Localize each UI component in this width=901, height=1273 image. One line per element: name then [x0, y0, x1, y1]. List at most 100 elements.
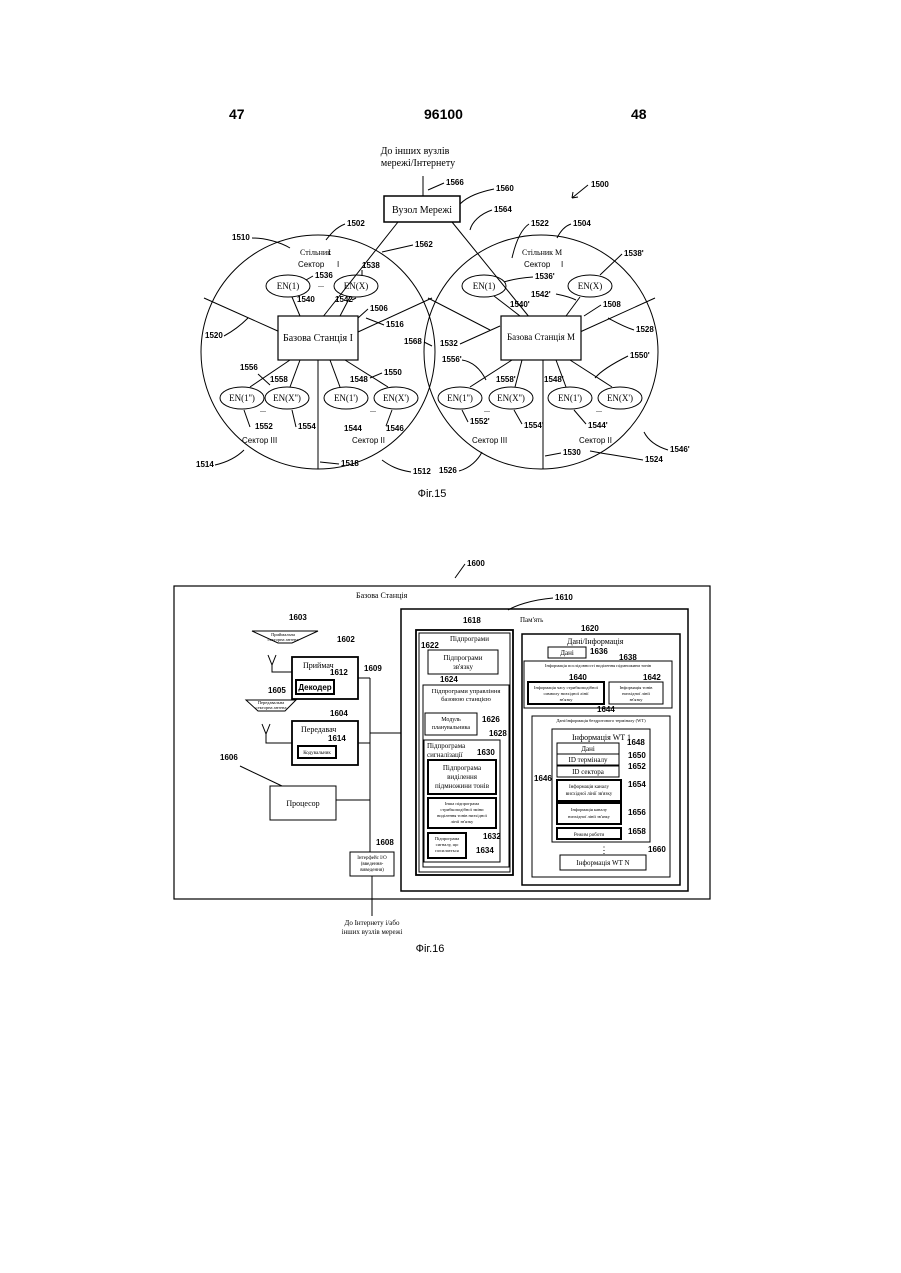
r1548-label: 1548 — [350, 375, 368, 384]
beacon-1-label: Підпрограма — [435, 836, 460, 841]
r1518-label: 1518 — [341, 459, 359, 468]
r1542-label: 1542 — [335, 295, 353, 304]
r1544-label: 1544 — [344, 424, 362, 433]
dl-channel-box — [557, 803, 621, 824]
r1504-label: 1504 — [573, 219, 591, 228]
cell-m-label: Стільник — [522, 248, 553, 257]
r1538p-label: 1538' — [624, 249, 644, 258]
mode-label: Режим роботи — [574, 833, 605, 838]
en-1p-label: EN(1') — [334, 393, 358, 403]
cell-m-num: M — [555, 248, 562, 257]
r1540-label: 1540 — [297, 295, 315, 304]
signaling-2-label: сигналізації — [427, 751, 463, 759]
ul-chan-1-label: Інформація каналу — [569, 785, 609, 790]
time-info-3-label: зв'язку — [560, 697, 574, 702]
r1512-label: 1512 — [413, 467, 431, 476]
comm-routine-1-label: Підпрограми — [444, 654, 483, 662]
r1516-label: 1516 — [386, 320, 404, 329]
signaling-box — [424, 740, 500, 862]
r1640-label: 1640 — [569, 673, 587, 682]
r1564-label: 1564 — [494, 205, 512, 214]
rx-antenna-icon — [252, 631, 318, 643]
dl-chan-2-label: низхідної лінії зв'язку — [568, 814, 611, 819]
cell-m-sector-3: Сектор III — [472, 436, 507, 445]
base-station-m-label: Базова Станція М — [507, 332, 575, 342]
r1546-label: 1546 — [386, 424, 404, 433]
en-xpp-label-m: EN(X'') — [497, 393, 525, 403]
bs-control-2-label: базовою станцією — [441, 696, 491, 703]
r1636-label: 1636 — [590, 647, 608, 656]
hop-1-label: Інша підпрограма — [445, 801, 479, 806]
r1550p-label: 1550' — [630, 351, 650, 360]
wtn-info-label: Інформація WT N — [576, 859, 629, 867]
tone-alloc-box — [428, 760, 496, 794]
scheduler-1-label: Модуль — [441, 717, 461, 723]
r1628-label: 1628 — [489, 729, 507, 738]
r1538-label: 1538 — [362, 261, 380, 270]
tone-alloc-1-label: Підпрограма — [443, 764, 482, 772]
sector-id-box — [557, 766, 619, 777]
en-x-label-m: EN(X) — [578, 281, 603, 291]
time-info-box — [528, 682, 604, 704]
r1536-label: 1536 — [315, 271, 333, 280]
fig15-caption: Фіг.15 — [418, 488, 447, 500]
r1544p-label: 1544' — [588, 421, 608, 430]
en-1-label: EN(1) — [277, 281, 300, 291]
r1632-label: 1632 — [483, 832, 501, 841]
rx-ant-1-label: Приймальна — [271, 632, 295, 637]
dots-1: ... — [318, 280, 324, 289]
receiver-box — [292, 657, 358, 699]
en-1-label-m: EN(1) — [473, 281, 496, 291]
fig15-top-label-1: До інших вузлів — [381, 146, 450, 157]
vdots-label: ⋮ — [600, 845, 609, 855]
r1626-label: 1626 — [482, 715, 500, 724]
wt1-info-label: Інформація WT 1 — [572, 733, 631, 742]
r1530-label: 1530 — [563, 448, 581, 457]
tone-seq-frame — [524, 661, 672, 708]
r1500-label: 1500 — [591, 180, 609, 189]
r1634-label: 1634 — [476, 846, 494, 855]
base-station-frame — [174, 586, 710, 899]
r1554-label: 1554 — [298, 422, 316, 431]
wt-data-label: Дані/інформація бездротового терміналу (… — [556, 718, 646, 723]
subroutines-frame — [416, 630, 513, 875]
base-station-1-label: Базова Станція І — [283, 333, 353, 344]
decoder-label: Декодер — [298, 683, 331, 692]
beacon-3-label: посилається — [435, 848, 458, 853]
encoder-box — [298, 746, 336, 758]
wt1-data-label: Дані — [581, 745, 595, 753]
dl-chan-1-label: Інформація каналу — [571, 807, 608, 812]
r1606-label: 1606 — [220, 753, 238, 762]
r1644-label: 1644 — [597, 705, 615, 714]
r1558-label: 1558 — [270, 375, 288, 384]
r1618-label: 1618 — [463, 616, 481, 625]
cell-1-num: I — [328, 248, 331, 257]
hopping-box — [428, 798, 496, 828]
mode-box — [557, 828, 621, 839]
r1654-label: 1654 — [628, 780, 646, 789]
tone-info-1-label: Інформація тонів — [620, 685, 653, 690]
transmitter-label: Передавач — [301, 725, 336, 734]
r1650-label: 1650 — [628, 751, 646, 760]
bottom-1-label: До Інтернету і/або — [345, 919, 400, 927]
r1602-label: 1602 — [337, 635, 355, 644]
dots-4: ... — [484, 405, 490, 414]
wt1-frame — [552, 729, 650, 842]
r1605-label: 1605 — [268, 686, 286, 695]
r1630-label: 1630 — [477, 748, 495, 757]
r1609-label: 1609 — [364, 664, 382, 673]
beacon-2-label: сигналу, що — [436, 842, 459, 848]
r1603-label: 1603 — [289, 613, 307, 622]
processor-box — [270, 786, 336, 820]
r1600-label: 1600 — [467, 559, 485, 568]
en-xpp-label: EN(X'') — [273, 393, 301, 403]
r1660-label: 1660 — [648, 845, 666, 854]
ul-channel-box — [557, 780, 621, 801]
memory-frame — [401, 609, 688, 891]
ul-chan-2-label: висхідної лінії зв'язку — [566, 792, 613, 797]
wt-data-frame — [532, 716, 670, 877]
time-info-2-label: символу низхідної лінії — [544, 691, 590, 696]
r1548p-label: 1548' — [544, 375, 564, 384]
tone-seq-info-label: Інформація послідовності виділення підмн… — [545, 663, 651, 668]
cell-m-sector-1: Сектор — [524, 260, 551, 269]
